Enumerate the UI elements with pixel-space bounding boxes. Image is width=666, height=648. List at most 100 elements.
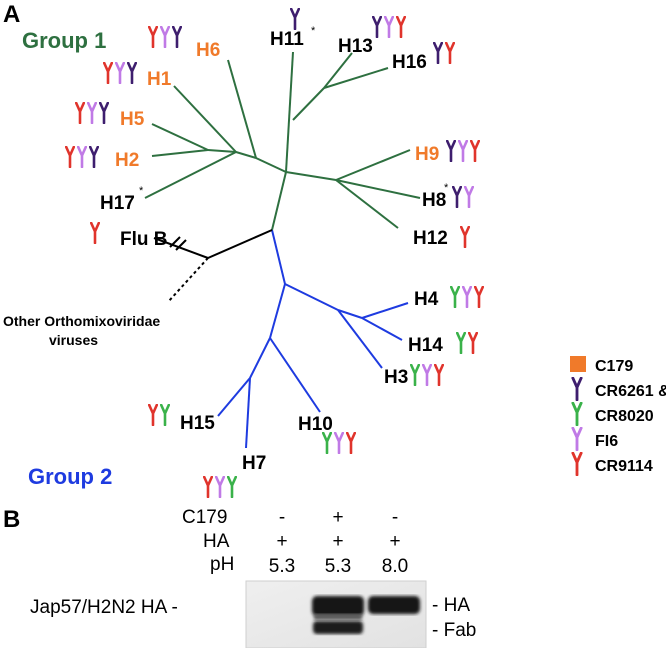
fi6-antibody-icon [464, 186, 474, 208]
leaf-h17: H17 [100, 193, 135, 214]
cr6261-antibody-icon [99, 102, 109, 124]
panel-b-label: B [3, 506, 20, 533]
lane-1-c179: - [279, 507, 285, 528]
cr6261-antibody-icon [127, 62, 137, 84]
cr6261-antibody-icon [433, 42, 443, 64]
asterisk-h17: * [139, 185, 144, 197]
fi6-antibody-icon [334, 432, 344, 454]
leaf-h6: H6 [196, 40, 220, 61]
fi6-antibody-icon [215, 476, 225, 498]
leaf-h2: H2 [115, 150, 139, 171]
group-1-branches [144, 51, 421, 231]
other-viruses-line2: viruses [49, 332, 98, 348]
legend-label-fi6: FI6 [595, 433, 618, 450]
fi6-antibody-icon [458, 140, 468, 162]
cr9114-antibody-icon [65, 146, 75, 168]
leaf-h8: H8 [422, 190, 446, 211]
cr6261-antibody-icon [446, 140, 456, 162]
lane-3-ha: + [389, 531, 400, 552]
band-lane2-fab [313, 621, 363, 634]
cr9114-antibody-icon [103, 62, 113, 84]
c179-square-icon [570, 356, 586, 372]
band-lane2-ha [312, 596, 364, 616]
cr8020-antibody-icon [160, 404, 170, 426]
cr6261-antibody-icon [89, 146, 99, 168]
fi6-antibody-icon [77, 146, 87, 168]
leaf-h11: H11 [270, 29, 304, 50]
other-viruses-line1: Other Orthomixoviridae [3, 313, 160, 329]
asterisk-h11: * [311, 25, 316, 37]
cr9114-antibody-icon [445, 42, 455, 64]
cr9114-antibody-icon [75, 102, 85, 124]
fi6-antibody-icon [462, 286, 472, 308]
cr9114-antibody-icon [148, 26, 158, 48]
sample-label: Jap57/H2N2 HA - [30, 597, 178, 618]
fi6-antibody-icon [115, 62, 125, 84]
group-2-label: Group 2 [28, 464, 112, 489]
band-lane3-ha [368, 596, 420, 614]
lane-2-ph: 5.3 [325, 556, 351, 577]
leaf-h16: H16 [392, 52, 427, 73]
cr8020-legend-antibody-icon [571, 402, 583, 426]
band-label-ha: - HA [432, 595, 470, 616]
lane-1-header: - + 5.3 [269, 507, 295, 577]
fi6-antibody-icon [160, 26, 170, 48]
leaf-h15: H15 [180, 413, 215, 434]
group-1-label: Group 1 [22, 28, 106, 53]
cr9114-antibody-icon [203, 476, 213, 498]
cr9114-antibody-icon [474, 286, 484, 308]
lane-1-ha: + [276, 531, 287, 552]
lane-3-header: - + 8.0 [382, 507, 408, 577]
fi6-antibody-icon [87, 102, 97, 124]
leaf-h3: H3 [384, 367, 408, 388]
group-2-branches [217, 229, 409, 449]
legend-label-cr6261: CR6261 & F10 [595, 383, 666, 400]
band-label-fab: - Fab [432, 620, 476, 641]
fi6-antibody-icon [384, 16, 394, 38]
row-label-ha: HA [203, 531, 230, 552]
legend-label-c179: C179 [595, 358, 633, 375]
cr8020-antibody-icon [450, 286, 460, 308]
cr9114-antibody-icon [148, 404, 158, 426]
cr9114-antibody-icon [90, 222, 100, 244]
leaf-h9: H9 [415, 144, 439, 165]
cr8020-antibody-icon [456, 332, 466, 354]
leaf-h4: H4 [414, 289, 439, 310]
cr6261-antibody-icon [452, 186, 462, 208]
legend-label-cr8020: CR8020 [595, 408, 654, 425]
cr9114-antibody-icon [468, 332, 478, 354]
band-lane2-smear [314, 614, 362, 620]
antibody-icons [65, 8, 484, 498]
legend: C179 CR6261 & F10 CR8020 FI6 CR9114 [570, 356, 666, 476]
row-label-c179: C179 [182, 507, 227, 528]
leaf-h13: H13 [338, 36, 373, 57]
cr6261-antibody-icon [372, 16, 382, 38]
leaf-h5: H5 [120, 109, 145, 130]
cr8020-antibody-icon [227, 476, 237, 498]
cr6261-legend-antibody-icon [571, 377, 583, 401]
lane-2-c179: + [332, 507, 343, 528]
fi6-legend-antibody-icon [571, 427, 583, 451]
leaf-h1: H1 [147, 69, 172, 90]
outgroup-branches [153, 229, 273, 303]
panel-a-label: A [3, 1, 20, 28]
cr6261-antibody-icon [290, 8, 300, 30]
cr9114-antibody-icon [434, 364, 444, 386]
lane-1-ph: 5.3 [269, 556, 295, 577]
leaf-h12: H12 [413, 228, 448, 249]
lane-3-c179: - [392, 507, 398, 528]
gel-blot [245, 580, 427, 648]
leaf-h10: H10 [298, 414, 333, 435]
lane-3-ph: 8.0 [382, 556, 408, 577]
cr9114-antibody-icon [470, 140, 480, 162]
cr9114-antibody-icon [460, 226, 470, 248]
cr8020-antibody-icon [322, 432, 332, 454]
cr9114-antibody-icon [346, 432, 356, 454]
leaf-h7: H7 [242, 453, 266, 474]
cr9114-legend-antibody-icon [571, 452, 583, 476]
asterisk-h8: * [444, 182, 449, 194]
legend-label-cr9114: CR9114 [595, 458, 653, 475]
cr8020-antibody-icon [410, 364, 420, 386]
